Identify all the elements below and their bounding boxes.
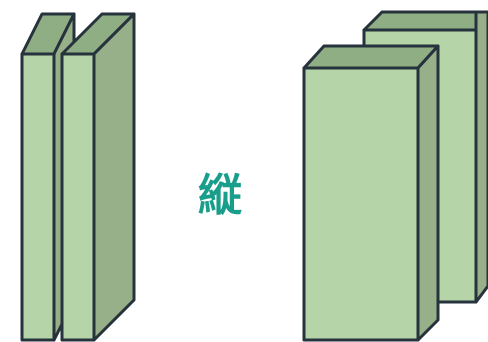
left-box-group [22, 14, 134, 340]
thin-box-front-side [94, 14, 134, 340]
thin-box-front-front [62, 54, 94, 340]
right-box-group [304, 12, 488, 340]
wide-box-back-top [364, 12, 476, 30]
thin-box-back-front [22, 54, 54, 340]
wide-box-front-side [418, 46, 438, 340]
wide-box-back-side [476, 12, 488, 302]
wide-box-front [304, 46, 438, 340]
wide-box-front-front [304, 68, 418, 340]
center-label: 縦 [184, 166, 256, 226]
thin-box-front [62, 14, 134, 340]
wide-box-front-top [304, 46, 438, 68]
